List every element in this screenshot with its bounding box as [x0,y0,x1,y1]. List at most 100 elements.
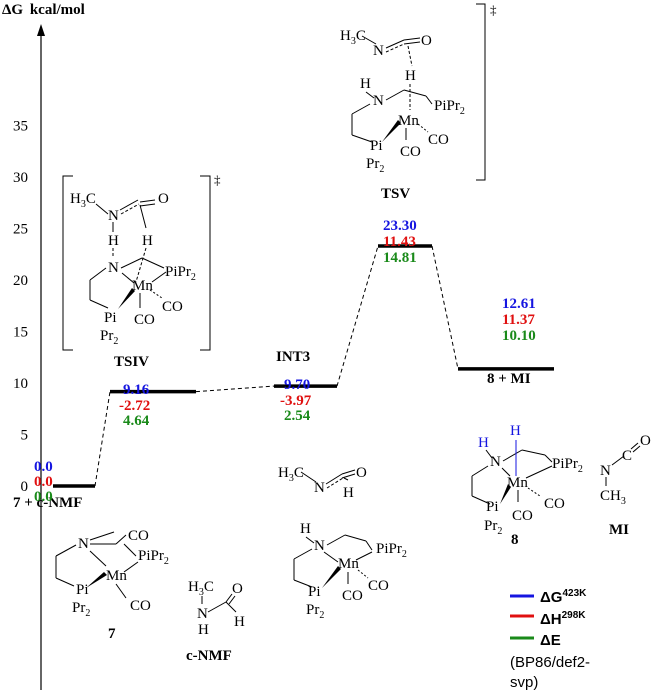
connector-tsiv-to-int3 [195,385,275,393]
svg-text:Pr2: Pr2 [366,156,384,175]
svg-text:N: N [600,463,611,479]
svg-text:Pi: Pi [486,499,499,515]
svg-text:H: H [478,435,489,451]
dH-value-7: 0.0 [34,474,53,490]
compound-label-7: 7 [108,626,116,642]
svg-text:H3C: H3C [70,191,96,210]
svg-text:H: H [510,423,521,439]
svg-text:H: H [198,622,209,638]
values-tsv: 23.30 11.43 14.81 [383,218,417,266]
svg-text:Pr2: Pr2 [306,602,324,621]
legend-method-line2: svp) [510,674,538,691]
compound-label-8: 8 [511,532,519,548]
svg-text:C: C [622,448,632,464]
state-label-tsv: TSV [381,186,410,202]
svg-text:PiPr2: PiPr2 [138,548,169,567]
legend-label-dG: ΔG423K [540,588,587,606]
svg-text:H: H [234,614,245,630]
svg-text:CO: CO [128,528,149,544]
y-tick-label-15: 15 [13,325,28,341]
svg-text:CO: CO [512,508,533,524]
svg-text:N: N [490,454,501,470]
svg-text:CO: CO [544,496,565,512]
svg-text:N: N [373,93,384,109]
svg-text:H: H [300,521,311,537]
axis-title: ΔG kcal/mol [2,2,85,18]
svg-text:H3C: H3C [278,465,304,484]
svg-text:PiPr2: PiPr2 [376,541,407,560]
svg-text:CO: CO [428,132,449,148]
svg-text:PiPr2: PiPr2 [552,456,583,475]
connector-7-cnmf-to-tsiv [94,391,111,487]
svg-text:Pi: Pi [370,138,383,154]
y-tick-label-0: 0 [21,479,29,495]
svg-text:Pi: Pi [76,582,89,598]
svg-text:N: N [373,43,384,59]
svg-text:PiPr2: PiPr2 [434,98,465,117]
svg-text:PiPr2: PiPr2 [165,264,196,283]
structure-int3: H3C N O H H N PiPr2 Mn Pi Pr2 CO CO [278,465,407,621]
svg-text:N: N [108,260,119,276]
svg-text:Mn: Mn [132,278,153,294]
svg-text:Mn: Mn [507,475,528,491]
svg-text:O: O [158,191,169,207]
state-label-int3: INT3 [276,349,310,365]
y-tick-label-30: 30 [13,170,28,186]
svg-text:‡: ‡ [490,2,497,17]
svg-text:O: O [356,465,367,481]
y-axis-arrow-icon [37,24,45,36]
svg-text:CO: CO [130,598,151,614]
dG-value-int3: 9.70 [284,377,310,393]
connector-int3-to-tsv [336,245,379,387]
svg-text:CO: CO [342,588,363,604]
energy-levels [53,244,554,488]
connector-tsv-to-8-mi [431,245,459,369]
svg-text:H: H [108,233,119,249]
dH-value-tsiv: -2.72 [119,398,150,414]
svg-text:H3C: H3C [340,28,366,47]
legend: ΔG423K ΔH298K ΔE (BP86/def2- svp) [510,588,590,691]
values-int3: 9.70 -3.97 2.54 [280,377,312,424]
y-tick-label-5: 5 [21,428,29,444]
compound-label-mi: MI [609,522,629,538]
svg-text:CO: CO [368,578,389,594]
svg-text:N: N [78,536,89,552]
legend-method-line1: (BP86/def2- [510,654,590,671]
values-8-mi: 12.61 11.37 10.10 [502,296,536,344]
y-tick-label-35: 35 [13,119,28,135]
structure-tsv: ‡ H3C N O H H N PiPr2 Mn Pi Pr2 CO CO [340,2,497,181]
svg-text:N: N [108,208,119,224]
dG-value-8: 12.61 [502,296,536,312]
svg-text:H: H [343,485,354,501]
svg-text:Mn: Mn [338,556,359,572]
svg-text:Pr2: Pr2 [72,600,90,619]
svg-text:H3C: H3C [188,579,214,598]
dE-value-tsv: 14.81 [383,250,417,266]
svg-text:O: O [232,581,243,597]
svg-text:CH3: CH3 [600,488,626,507]
y-tick-label-10: 10 [13,376,28,392]
state-label-tsiv: TSIV [114,354,149,370]
svg-text:N: N [314,480,325,496]
svg-text:N: N [314,538,325,554]
dE-value-int3: 2.54 [284,408,311,424]
state-label-7-cnmf: 7 + c-NMF [13,495,82,511]
svg-text:CO: CO [400,144,421,160]
svg-text:O: O [421,33,432,49]
structure-cnmf: H3C N O H H c-NMF [186,579,245,664]
structure-mi: N C O CH3 MI [600,433,651,538]
axis-title-delta: ΔG [2,2,23,18]
legend-label-dH: ΔH298K [540,610,586,628]
dE-value-8: 10.10 [502,328,536,344]
dH-value-tsv: 11.43 [383,234,416,250]
structure-8: H H N PiPr2 Mn Pi Pr2 CO CO 8 [471,423,583,548]
legend-label-dE: ΔE [540,632,561,649]
axis-title-unit: kcal/mol [30,2,85,18]
svg-text:Mn: Mn [398,113,419,129]
svg-text:N: N [197,606,208,622]
values-7-cnmf: 0.0 0.0 0.0 [34,459,53,505]
svg-text:O: O [640,433,651,449]
dE-value-tsiv: 4.64 [123,413,150,429]
svg-text:Mn: Mn [106,568,127,584]
